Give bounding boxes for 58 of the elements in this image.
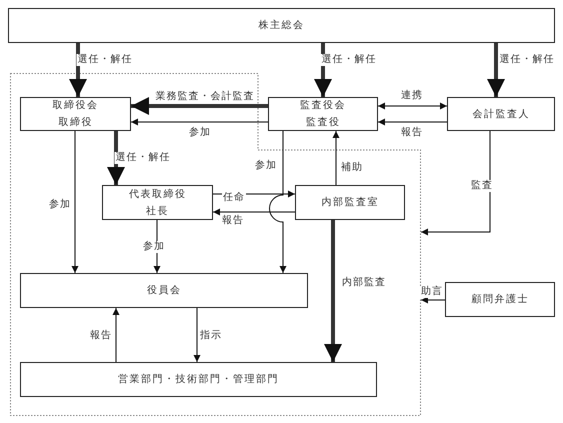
edge-label: 選任・解任 [498, 54, 556, 66]
edge-label: 指示 [199, 330, 223, 342]
edge-label: 内部監査 [341, 277, 387, 289]
dotted-boundary [10, 73, 421, 416]
box-label: 監査役会 [300, 98, 346, 113]
org-box [268, 97, 378, 131]
arrow [378, 118, 448, 126]
arrow [378, 102, 448, 110]
arrow [420, 296, 446, 304]
edge-label: 参加 [188, 127, 212, 139]
box-label: 取締役 [58, 116, 93, 130]
arrow [212, 208, 296, 216]
arrow [269, 130, 286, 274]
edge-label: 参加 [142, 241, 166, 253]
edge-label: 助言 [420, 286, 444, 298]
edge-label: 選任・解任 [114, 152, 172, 164]
org-box [295, 185, 405, 220]
box-label: 社長 [146, 204, 169, 218]
box-label: 株主総会 [258, 18, 304, 33]
box-label: 取締役会 [52, 98, 98, 113]
edge-label: 報告 [221, 215, 245, 227]
arrow [324, 220, 342, 362]
org-box [447, 97, 555, 131]
arrow [487, 43, 505, 97]
edge-label: 報告 [89, 330, 113, 342]
arrow [420, 130, 490, 236]
edge-label: 選任・解任 [76, 54, 134, 66]
org-box [20, 273, 308, 308]
arrow [194, 308, 200, 362]
arrow [112, 308, 120, 362]
edge-label: 選任・解任 [320, 54, 378, 66]
arrow [131, 97, 268, 115]
arrow [332, 130, 340, 186]
box-label: 役員会 [146, 284, 182, 298]
arrow [69, 43, 87, 97]
org-box [20, 97, 131, 131]
arrow [107, 131, 125, 185]
org-box [8, 8, 555, 43]
org-box [445, 282, 555, 317]
edge-label: 補助 [340, 162, 364, 174]
arrow [72, 130, 78, 274]
edge-label: 参加 [48, 199, 72, 211]
box-label: 内部監査室 [321, 196, 379, 210]
box-label: 営業部門・技術部門・管理部門 [118, 372, 279, 387]
arrow [154, 220, 160, 274]
org-box [20, 362, 377, 397]
arrow [130, 118, 268, 126]
box-label: 顧問弁護士 [471, 292, 529, 307]
org-box [102, 185, 213, 220]
edge-label: 報告 [400, 127, 424, 139]
edge-label: 任命 [222, 192, 246, 204]
box-label: 代表取締役 [128, 188, 186, 202]
edge-label: 監査 [470, 180, 494, 192]
box-label: 会計監査人 [472, 108, 530, 122]
box-label: 監査役 [306, 116, 340, 130]
edge-label: 業務監査・会計監査 [154, 91, 256, 103]
edge-label: 連携 [400, 90, 424, 102]
edge-label: 参加 [254, 160, 278, 172]
